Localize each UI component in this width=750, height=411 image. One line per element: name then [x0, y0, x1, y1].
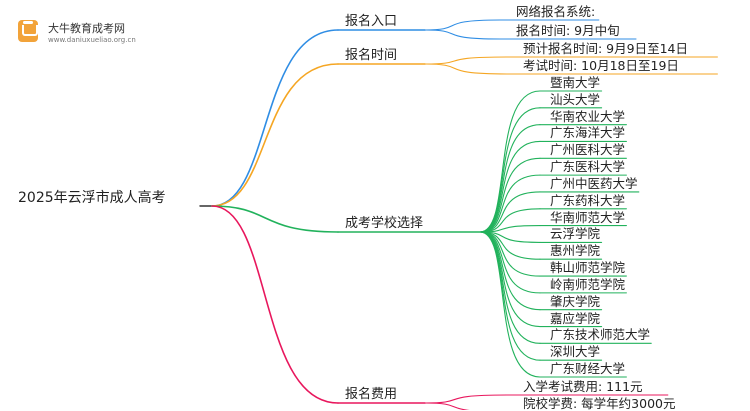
leaf-item: 网络报名系统: [516, 4, 596, 19]
leaf-connector [479, 191, 541, 233]
branch-label: 成考学校选择 [345, 216, 424, 231]
school-option: 华南师范大学 [550, 209, 626, 225]
leaf-connector [479, 90, 541, 233]
school-option: 暨南大学 [550, 75, 601, 90]
root-topic: 2025年云浮市成人高考 [18, 190, 166, 206]
leaf-connector [479, 231, 541, 328]
school-option: 惠州学院 [550, 243, 601, 259]
school-option: 汕头大学 [550, 91, 601, 107]
branch-connector [211, 29, 339, 207]
leaf-item: 报名时间: 9月中旬 [516, 23, 620, 38]
leaf-connector [424, 19, 501, 31]
school-option: 广州医科大学 [550, 142, 626, 158]
school-option: 嘉应学院 [550, 310, 601, 326]
school-option: 华南农业大学 [550, 108, 626, 124]
leaf-connector [424, 402, 471, 410]
leaf-item: 预计报名时间: 9月9日至14日 [523, 41, 688, 56]
site-logo: 大牛教育成考网 www.daniuxueliao.org.cn [16, 18, 166, 48]
branch-connector [211, 205, 339, 233]
leaf-item: 院校学费: 每学年约3000元 [523, 396, 676, 411]
leaf-connector [424, 394, 508, 404]
leaf-connector [479, 107, 541, 233]
leaf-connector [424, 56, 508, 65]
leaf-connector [479, 231, 541, 277]
branch-label: 报名费用 [345, 387, 398, 402]
school-option: 广东医科大学 [550, 159, 626, 175]
leaf-item: 入学考试费用: 111元 [523, 379, 643, 394]
leaf-connector [424, 63, 508, 75]
branch-label: 报名时间 [345, 48, 398, 63]
branch-connector [211, 205, 339, 404]
branch-connector [211, 63, 339, 207]
school-option: 广东财经大学 [550, 361, 626, 376]
logo-title: 大牛教育成考网 [48, 22, 125, 35]
leaf-connector [479, 140, 541, 233]
school-option: 肇庆学院 [550, 293, 601, 309]
logo-url: www.daniuxueliao.org.cn [48, 36, 136, 44]
school-option: 深圳大学 [550, 344, 601, 360]
branch-label: 报名入口 [345, 14, 398, 29]
leaf-connector [479, 231, 541, 378]
school-option: 广东海洋大学 [550, 125, 626, 141]
leaf-connector [479, 231, 541, 294]
leaf-connector [424, 29, 501, 40]
school-option: 岭南师范学院 [550, 276, 626, 292]
school-option: 韩山师范学院 [550, 260, 626, 276]
school-option: 云浮学院 [550, 226, 601, 242]
leaf-connector [479, 231, 541, 311]
leaf-connector [479, 157, 541, 233]
school-option: 广东技术师范大学 [550, 327, 651, 343]
school-option: 广州中医药大学 [550, 175, 638, 191]
leaf-connector [479, 174, 541, 233]
leaf-item: 考试时间: 10月18日至19日 [523, 58, 679, 73]
logo-badge-icon [18, 20, 38, 42]
leaf-connector [479, 124, 541, 233]
school-option: 广东药科大学 [550, 192, 626, 208]
